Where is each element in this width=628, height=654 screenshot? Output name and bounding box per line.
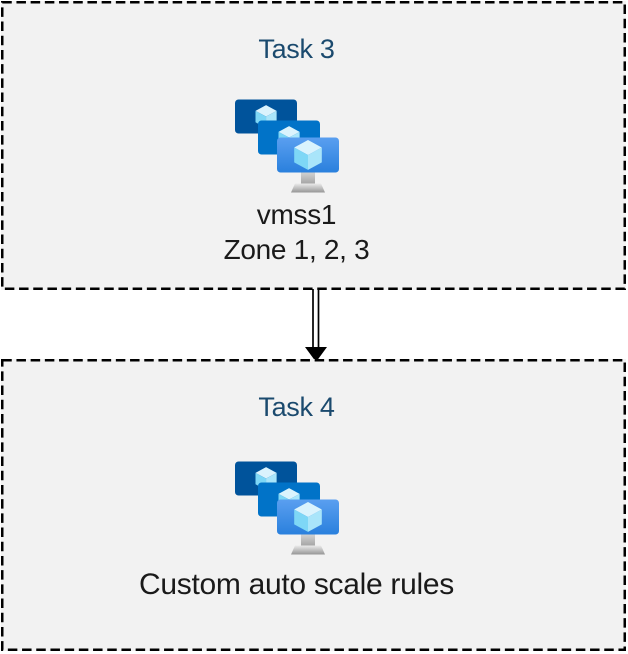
vm-scale-sets-icon xyxy=(235,99,339,196)
autoscale-rules-label: Custom auto scale rules xyxy=(139,568,454,601)
task3-title: Task 3 xyxy=(258,34,335,64)
task4-labels: Custom auto scale rules xyxy=(0,567,609,603)
zones-label: Zone 1, 2, 3 xyxy=(223,234,370,265)
vm-scale-sets-icon xyxy=(235,461,339,558)
task4-dashed-border xyxy=(1,359,626,651)
vmss-name-label: vmss1 xyxy=(256,199,337,230)
task3-box: Task 3 vmss1 Zone 1, 2, 3 xyxy=(1,1,626,290)
task4-box: Task 4 Custom auto scale rules xyxy=(1,359,626,651)
down-arrow xyxy=(305,289,327,362)
task3-labels: vmss1 Zone 1, 2, 3 xyxy=(0,197,609,267)
task4-title: Task 4 xyxy=(258,392,335,422)
